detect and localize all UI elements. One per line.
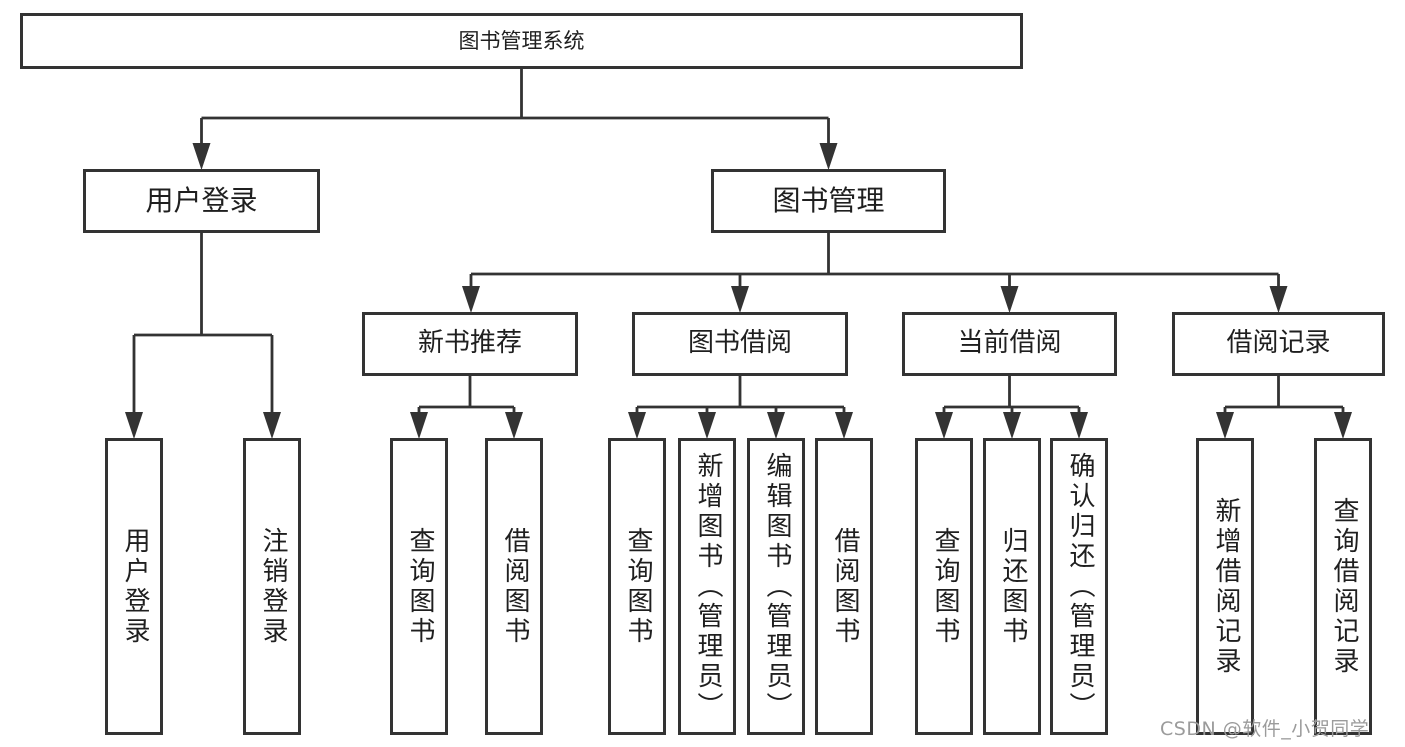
leaf-add-books-admin: 新增图书（管理员）	[678, 438, 736, 735]
node-library-management-system: 图书管理系统	[20, 13, 1023, 69]
leaf-user-login: 用户登录	[105, 438, 163, 735]
leaf-query-borrow-record: 查询借阅记录	[1314, 438, 1372, 735]
leaf-confirm-return-admin: 确认归还（管理员）	[1050, 438, 1108, 735]
node-new-book-recommendation: 新书推荐	[362, 312, 578, 376]
leaf-edit-books-admin: 编辑图书（管理员）	[747, 438, 805, 735]
leaf-add-borrow-record: 新增借阅记录	[1196, 438, 1254, 735]
leaf-return-books: 归还图书	[983, 438, 1041, 735]
leaf-query-books-current: 查询图书	[915, 438, 973, 735]
leaf-borrow-books-recommend: 借阅图书	[485, 438, 543, 735]
node-book-borrowing: 图书借阅	[632, 312, 848, 376]
leaf-query-books-borrowing: 查询图书	[608, 438, 666, 735]
watermark-text: CSDN @软件_小贺同学	[1160, 718, 1370, 740]
leaf-query-books-recommend: 查询图书	[390, 438, 448, 735]
leaf-logout: 注销登录	[243, 438, 301, 735]
node-user-login: 用户登录	[83, 169, 320, 233]
leaf-borrow-books: 借阅图书	[815, 438, 873, 735]
node-book-management: 图书管理	[711, 169, 946, 233]
node-borrowing-records: 借阅记录	[1172, 312, 1385, 376]
node-current-borrowing: 当前借阅	[902, 312, 1117, 376]
